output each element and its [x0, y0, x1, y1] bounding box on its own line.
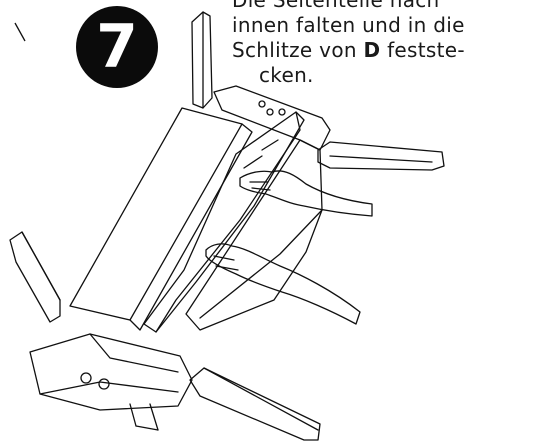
instruction-line-2-post: feststе- [380, 38, 465, 62]
instruction-line-1: innen falten und in die [232, 13, 465, 37]
back-upright-panel [191, 11, 213, 109]
upper-hand [239, 170, 373, 217]
lower-hand [205, 243, 361, 325]
instruction-line-2-pre: Schlitze von [232, 38, 364, 62]
instruction-line-3: cken. [259, 63, 314, 87]
corner-line-mark [14, 22, 26, 42]
instruction-line-2: Schlitze von D feststе- [232, 38, 532, 63]
step-number-badge: 7 [76, 6, 158, 88]
bottom-crossbar [29, 333, 193, 411]
top-crossbar [213, 85, 331, 151]
bottom-right-arm [189, 367, 321, 441]
bottom-left-upright-arm [9, 231, 61, 323]
left-folded-panel [69, 107, 243, 321]
central-rail [143, 111, 305, 333]
step-number: 7 [96, 12, 138, 82]
instruction-line-0: Die Seitenteile nach [232, 0, 440, 12]
instruction-text: Die Seitenteile nach innen falten und in… [232, 0, 532, 88]
part-label-d: D [363, 38, 381, 62]
right-large-panel [185, 139, 323, 331]
